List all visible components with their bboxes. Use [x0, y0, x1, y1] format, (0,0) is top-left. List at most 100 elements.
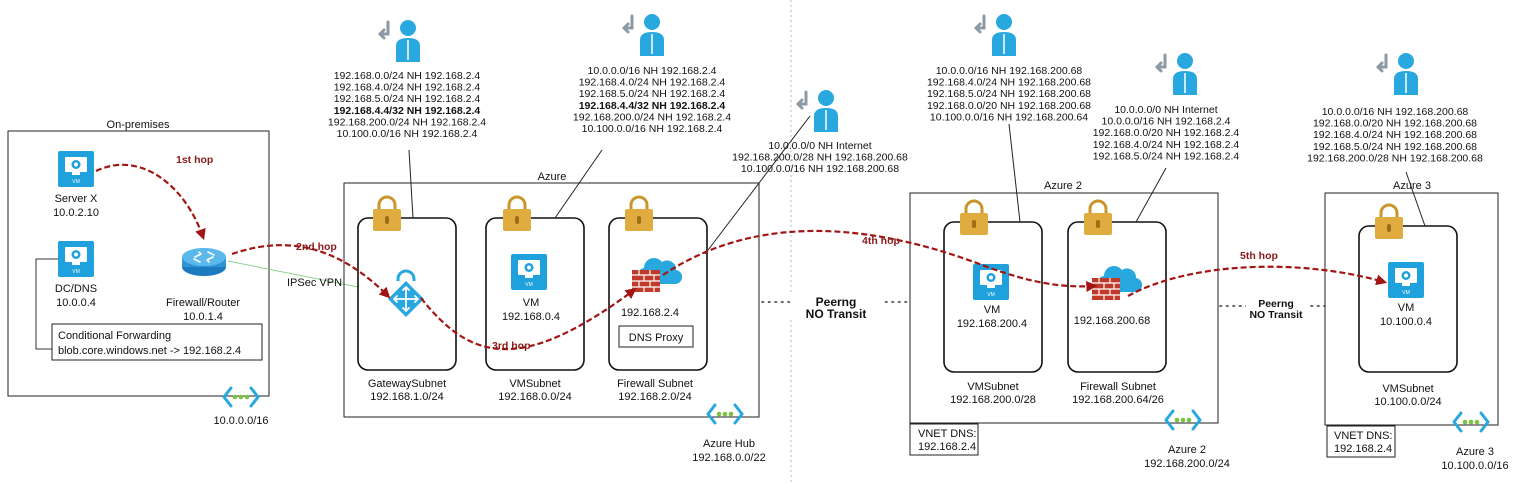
az3-vm-subnet-box [1358, 225, 1458, 373]
vm-icon-label: VM [987, 292, 995, 298]
gateway-subnet-name: GatewaySubnet [368, 378, 446, 390]
rt-gw-leader [408, 149, 414, 219]
az3-vm-subnet-name: VMSubnet [1382, 383, 1433, 395]
route-entry: 10.100.0.0/16 NH 192.168.2.4 [582, 123, 723, 135]
hop-3-path [420, 288, 637, 351]
ipsec-vpn-label: IPSec VPN [287, 277, 342, 289]
route-entry: 10.0.0.0/0 NH Internet [768, 140, 871, 152]
rt-az2fw-leader [1135, 167, 1167, 223]
hub-vm-ip: 192.168.0.4 [502, 311, 560, 323]
rt-az2fw-person-icon [1155, 51, 1199, 97]
azure-hub-cidr: 192.168.0.0/22 [692, 452, 765, 464]
azure2-title: Azure 2 [1044, 180, 1082, 192]
az2-firewall-subnet-cidr: 192.168.200.64/26 [1072, 394, 1164, 406]
fw-router-name: Firewall/Router [166, 297, 240, 309]
hop-2-path [231, 244, 391, 299]
server-x-ip: 10.0.2.10 [53, 207, 99, 219]
dc-to-cf-connector [35, 258, 58, 350]
route-entry: 192.168.4.4/32 NH 192.168.2.4 [579, 100, 726, 112]
dc-dns-name: DC/DNS [55, 283, 97, 295]
az2-firewall-ip: 192.168.200.68 [1074, 315, 1150, 327]
hop-4-label: 4th hop [862, 235, 900, 247]
route-entry: 192.168.200.0/28 NH 192.168.200.68 [1307, 152, 1483, 164]
azure3-boundary [1324, 192, 1499, 426]
az3-vm-label: VM [1398, 302, 1415, 314]
peering-1-line2: NO Transit [806, 307, 867, 321]
az3-vm-subnet-cidr: 10.100.0.0/24 [1374, 396, 1441, 408]
dns-proxy-box [618, 325, 694, 348]
vm-subnet-cidr: 192.168.0.0/24 [498, 391, 571, 403]
route-entry: 192.168.0.0/20 NH 192.168.2.4 [1093, 127, 1240, 139]
fw-router-ip: 10.0.1.4 [183, 311, 223, 323]
rt-gw-person-icon [378, 18, 422, 64]
azure3-cidr: 10.100.0.0/16 [1441, 460, 1508, 472]
cf-title: Conditional Forwarding [58, 330, 171, 342]
gateway-subnet-lock-icon [371, 195, 403, 233]
hop-2-label: 2nd hop [296, 241, 337, 253]
onprem-vnet-icon [222, 386, 260, 408]
route-entry: 192.168.4.4/32 NH 192.168.2.4 [334, 105, 481, 117]
conditional-forwarding-box [51, 323, 263, 361]
route-entry: 192.168.200.0/24 NH 192.168.2.4 [328, 116, 486, 128]
az2-vnet-dns-label: VNET DNS: [918, 428, 976, 440]
rt-az3vm-person-icon [1376, 51, 1420, 97]
azure3-name: Azure 3 [1456, 446, 1494, 458]
route-entry: 192.168.0.0/20 NH 192.168.200.68 [927, 100, 1091, 112]
azure2-cidr: 192.168.200.0/24 [1144, 458, 1230, 470]
az3-vnet-dns-ip: 192.168.2.4 [1334, 443, 1392, 455]
router-icon [181, 247, 227, 277]
az2-vnet-dns-ip: 192.168.2.4 [918, 441, 976, 453]
rt-vm-person-icon [622, 12, 666, 58]
route-entry: 192.168.4.0/24 NH 192.168.200.68 [927, 77, 1091, 89]
vm-subnet-name: VMSubnet [509, 378, 560, 390]
rt-az3vm-leader [1405, 171, 1426, 227]
route-entry: 192.168.0.0/20 NH 192.168.200.68 [1313, 118, 1477, 130]
route-entry: 192.168.200.0/28 NH 192.168.200.68 [732, 152, 908, 164]
cf-rule: blob.core.windows.net -> 192.168.2.4 [58, 345, 241, 357]
onprem-cidr: 10.0.0.0/16 [213, 415, 268, 427]
hub-vm-label: VM [523, 297, 540, 309]
onprem-boundary [7, 130, 270, 397]
route-entry: 192.168.200.0/24 NH 192.168.2.4 [573, 111, 731, 123]
route-entry: 192.168.5.0/24 NH 192.168.2.4 [1093, 150, 1240, 162]
peering-2-line2: NO Transit [1249, 309, 1303, 321]
az2-firewall-subnet-name: Firewall Subnet [1080, 381, 1156, 393]
firewall-subnet-name: Firewall Subnet [617, 378, 693, 390]
route-entry: 192.168.4.0/24 NH 192.168.2.4 [579, 77, 726, 89]
vm-icon-label: VM [1402, 290, 1410, 296]
route-entry: 10.100.0.0/16 NH 192.168.200.64 [930, 111, 1088, 123]
hop-4-path [662, 229, 1098, 292]
onprem-title: On-premises [107, 119, 170, 131]
route-entry: 192.168.5.0/24 NH 192.168.2.4 [579, 88, 726, 100]
vm-subnet-box [485, 217, 585, 371]
az2-vm-subnet-lock-icon [958, 199, 990, 237]
azure2-vnet-icon [1164, 409, 1202, 431]
firewall-subnet-lock-icon [623, 195, 655, 233]
route-entry: 192.168.0.0/24 NH 192.168.2.4 [334, 70, 481, 82]
rt-fw-person-icon [796, 88, 840, 134]
route-entry: 192.168.5.0/24 NH 192.168.200.68 [1313, 141, 1477, 153]
peering-2-line1: Peerng [1258, 298, 1294, 310]
az3-vnet-dns-label: VNET DNS: [1334, 430, 1392, 442]
azure3-title: Azure 3 [1393, 180, 1431, 192]
vm-icon-label: VM [72, 269, 80, 275]
az3-vm-ip: 10.100.0.4 [1380, 316, 1432, 328]
rt-az2vm-person-icon [974, 12, 1018, 58]
rt-az2vm-leader [1008, 123, 1021, 223]
vm-icon-label: VM [525, 282, 533, 288]
vm-icon-label: VM [72, 179, 80, 185]
azure2-boundary [909, 192, 1219, 424]
hop-3-label: 3rd hop [492, 340, 531, 352]
az2-vm-ip: 192.168.200.4 [957, 318, 1027, 330]
azure-hub-boundary [343, 182, 760, 418]
azure-hub-vnet-icon [706, 403, 744, 425]
azure-hub-title: Azure [538, 171, 567, 183]
hop-5-label: 5th hop [1240, 250, 1278, 262]
route-entry: 10.0.0.0/0 NH Internet [1114, 104, 1217, 116]
